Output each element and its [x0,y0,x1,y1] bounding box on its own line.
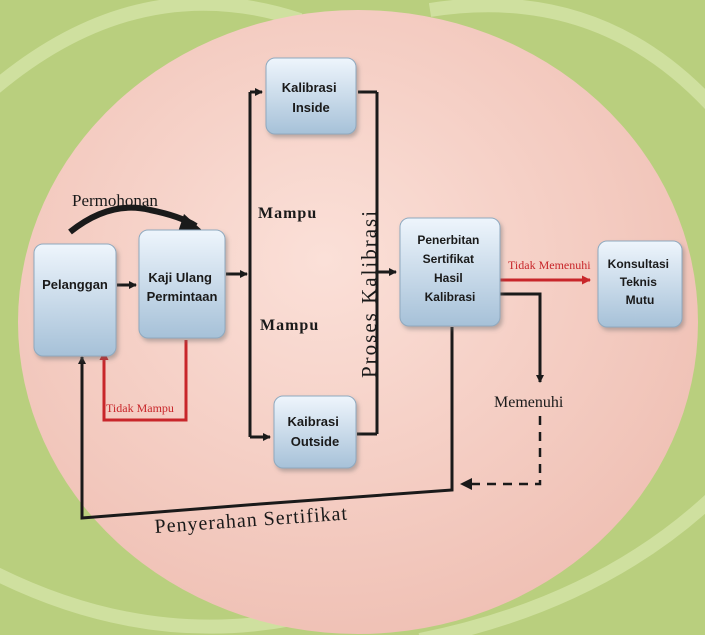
label-proses-kalibrasi: Proses Kalibrasi [357,209,381,378]
background-circle [18,10,698,634]
node-pelanggan-text: Pelanggan [42,277,108,292]
label-tidak-memenuhi: Tidak Memenuhi [508,258,591,272]
node-kaibrasi-outside: Kaibrasi Outside [273,395,357,469]
node-penerbitan-text: Penerbitan Sertifikat Hasil Kalibrasi [417,233,482,304]
tidak-mampu-line [99,340,188,422]
penyerahan-line [78,356,454,520]
node-konsultasi: Konsultasi Teknis Mutu [597,240,683,328]
label-mampu-top: Mampu [258,205,317,222]
node-kaji-ulang-text: Kaji Ulang Permintaan [147,270,218,304]
permohonan-arrowhead [178,214,204,232]
memenuhi-dashed-line [470,416,542,486]
node-kalibrasi-inside-text: Kalibrasi Inside [282,80,341,115]
label-memenuhi: Memenuhi [494,394,564,411]
node-kalibrasi-inside: Kalibrasi Inside [265,57,357,135]
node-kaibrasi-outside-text: Kaibrasi Outside [288,414,343,449]
label-tidak-mampu: Tidak Mampu [106,401,174,415]
label-mampu-bottom: Mampu [260,317,319,334]
label-permohonan: Permohonan [72,191,158,210]
node-penerbitan: Penerbitan Sertifikat Hasil Kalibrasi [399,217,501,327]
node-konsultasi-text: Konsultasi Teknis Mutu [608,257,673,307]
return-arrowhead [460,478,472,490]
memenuhi-line [500,292,544,383]
node-pelanggan: Pelanggan [33,243,117,357]
node-kaji-ulang: Kaji Ulang Permintaan [138,229,226,339]
